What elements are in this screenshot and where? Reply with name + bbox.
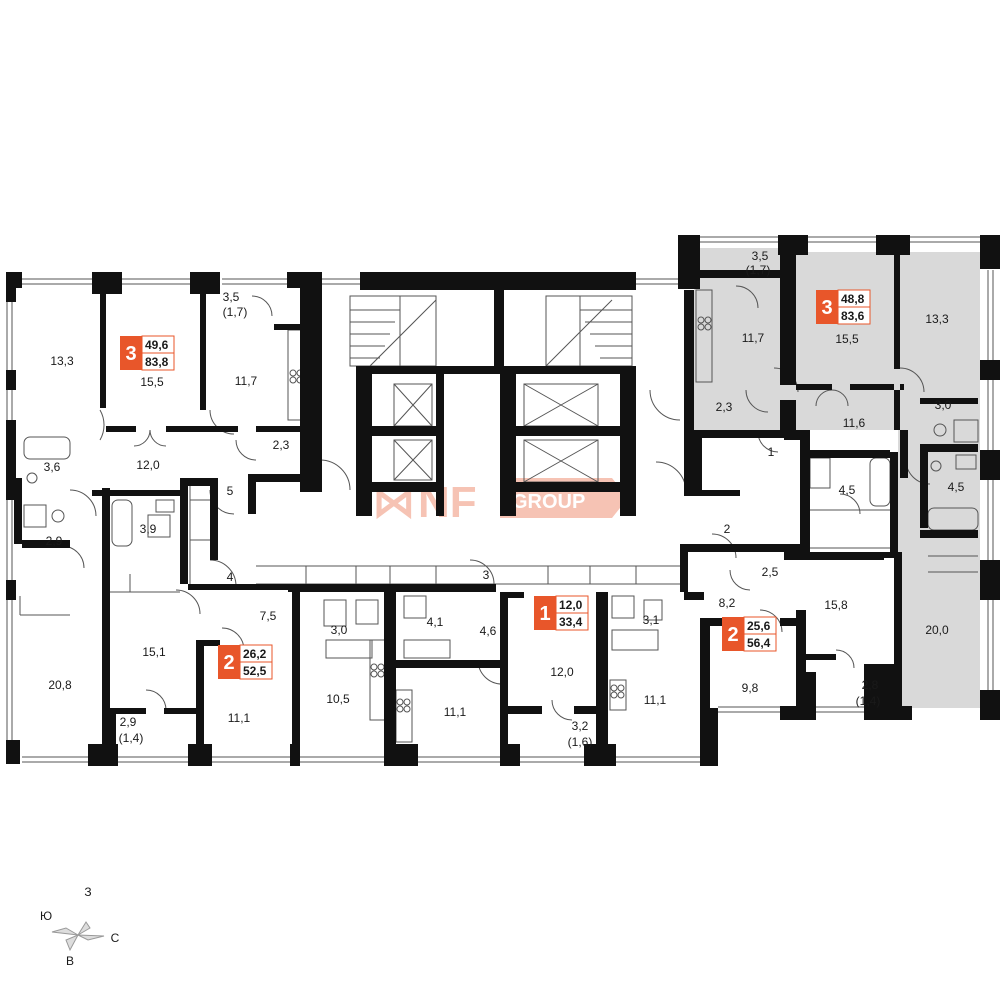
badge-total-area: 33,4 bbox=[559, 615, 583, 629]
badge-total-area: 56,4 bbox=[747, 636, 771, 650]
badge-rooms-box bbox=[722, 617, 744, 651]
room-area-label: 11,7 bbox=[742, 331, 765, 345]
room-area-label: 4,5 bbox=[948, 480, 965, 494]
room-area-label: 3,6 bbox=[44, 460, 61, 474]
badge-living-area: 25,6 bbox=[747, 619, 771, 633]
badge-room-count: 3 bbox=[821, 297, 832, 319]
badge-rooms-box bbox=[534, 596, 556, 630]
room-area-label: 15,5 bbox=[835, 332, 859, 346]
badge-rooms-box bbox=[218, 645, 240, 679]
room-area-label: 13,3 bbox=[925, 312, 949, 326]
room-area-label: 4 bbox=[227, 570, 234, 584]
room-area-label: (1,4) bbox=[119, 731, 144, 745]
badge-total-area: 83,6 bbox=[841, 309, 865, 323]
room-area-label: 20,0 bbox=[925, 623, 949, 637]
room-area-label: 3,2 bbox=[572, 719, 589, 733]
room-area-label: (1,7) bbox=[746, 263, 771, 277]
room-area-label: (1,7) bbox=[223, 305, 248, 319]
room-area-label: 3,5 bbox=[752, 249, 769, 263]
room-area-label: 4,1 bbox=[427, 615, 444, 629]
room-area-label: 4,5 bbox=[839, 483, 856, 497]
badge-rooms-box bbox=[816, 290, 838, 324]
room-area-label: 3,5 bbox=[223, 290, 240, 304]
room-area-label: (1,4) bbox=[856, 694, 881, 708]
apartment-badge: 2 25,6 56,4 bbox=[722, 616, 777, 652]
room-area-label: (1,6) bbox=[568, 735, 593, 749]
badge-living-area: 49,6 bbox=[145, 338, 169, 352]
room-area-label: 5 bbox=[227, 484, 234, 498]
room-area-label: 7,5 bbox=[260, 609, 277, 623]
room-labels: 13,315,53,5(1,7)11,72,312,03,62,93,9547,… bbox=[44, 249, 965, 749]
room-area-label: 4,6 bbox=[480, 624, 497, 638]
badge-room-count: 2 bbox=[727, 624, 738, 646]
compass: З Ю С В bbox=[40, 885, 120, 968]
compass-left: Ю bbox=[40, 909, 52, 923]
room-area-label: 12,0 bbox=[550, 665, 574, 679]
badge-living-area: 48,8 bbox=[841, 292, 865, 306]
badge-living-area: 26,2 bbox=[243, 647, 267, 661]
walls bbox=[6, 235, 1000, 766]
svg-text:GROUP: GROUP bbox=[512, 491, 585, 513]
apartment-badge: 1 12,0 33,4 bbox=[534, 595, 589, 631]
room-area-label: 3 bbox=[483, 568, 490, 582]
room-area-label: 8,2 bbox=[719, 596, 736, 610]
room-area-label: 11,1 bbox=[228, 711, 251, 725]
room-area-label: 11,7 bbox=[235, 374, 258, 388]
room-area-label: 3,1 bbox=[643, 613, 660, 627]
badge-rooms-box bbox=[120, 336, 142, 370]
room-area-label: 2,9 bbox=[46, 534, 63, 548]
room-area-label: 2,8 bbox=[862, 678, 879, 692]
room-area-label: 11,1 bbox=[644, 693, 667, 707]
room-area-label: 1 bbox=[768, 445, 775, 459]
apartment-badge: 3 49,6 83,8 bbox=[120, 335, 175, 371]
badge-room-count: 1 bbox=[539, 603, 550, 625]
room-area-label: 10,5 bbox=[326, 692, 350, 706]
room-area-label: 2,9 bbox=[120, 715, 137, 729]
room-area-label: 15,1 bbox=[142, 645, 166, 659]
room-area-label: 3,0 bbox=[935, 398, 952, 412]
room-area-label: 12,0 bbox=[136, 458, 160, 472]
badge-room-count: 3 bbox=[125, 343, 136, 365]
compass-bottom: В bbox=[66, 954, 74, 968]
room-area-label: 15,8 bbox=[824, 598, 848, 612]
compass-top: З bbox=[84, 885, 91, 899]
room-area-label: 15,5 bbox=[140, 375, 164, 389]
room-area-label: 2 bbox=[724, 522, 731, 536]
room-area-label: 11,6 bbox=[843, 416, 866, 430]
apartment-badge: 2 26,2 52,5 bbox=[218, 644, 273, 680]
room-area-label: 9,8 bbox=[742, 681, 759, 695]
apartment-badge: 3 48,8 83,6 bbox=[816, 289, 871, 325]
compass-right: С bbox=[111, 931, 120, 945]
highlighted-apartment bbox=[694, 248, 980, 708]
badge-total-area: 83,8 bbox=[145, 355, 169, 369]
room-area-label: 2,3 bbox=[716, 400, 733, 414]
room-area-label: 20,8 bbox=[48, 678, 72, 692]
room-area-label: 3,9 bbox=[140, 522, 157, 536]
room-area-label: 13,3 bbox=[50, 354, 74, 368]
badge-room-count: 2 bbox=[223, 652, 234, 674]
badge-living-area: 12,0 bbox=[559, 598, 583, 612]
windows bbox=[6, 236, 994, 763]
badge-total-area: 52,5 bbox=[243, 664, 267, 678]
room-area-label: 2,5 bbox=[762, 565, 779, 579]
room-area-label: 2,3 bbox=[273, 438, 290, 452]
room-area-label: 3,0 bbox=[331, 623, 348, 637]
room-area-label: 11,1 bbox=[444, 705, 467, 719]
